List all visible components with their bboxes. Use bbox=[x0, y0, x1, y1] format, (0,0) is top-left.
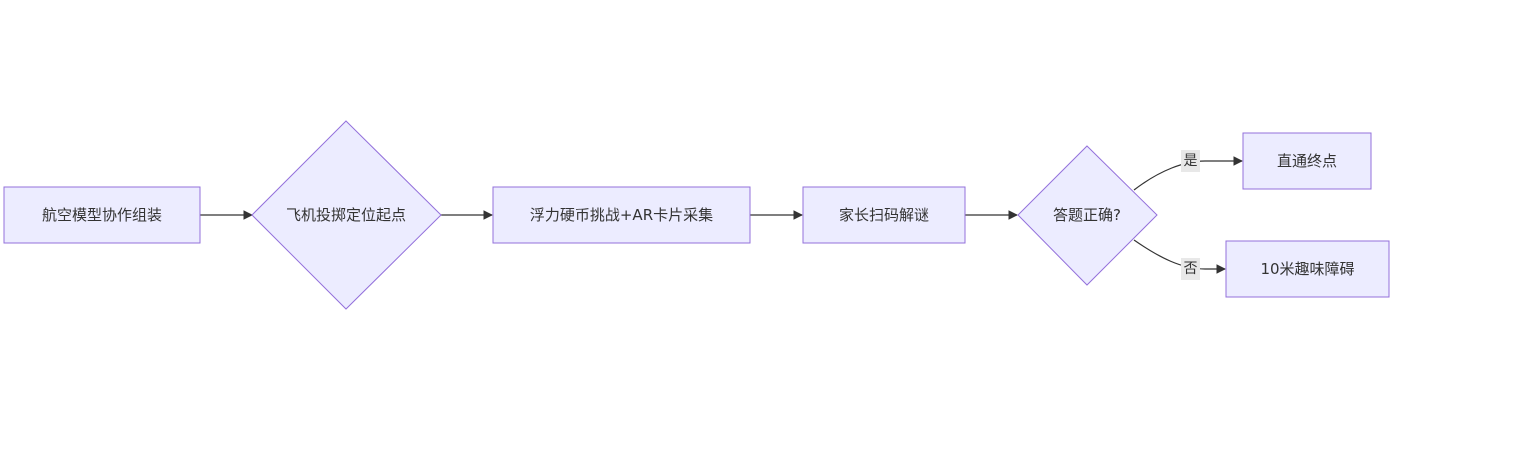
node-assemble-label: 航空模型协作组装 bbox=[42, 206, 162, 224]
node-finish-label: 直通终点 bbox=[1277, 152, 1337, 170]
node-finish-box bbox=[1242, 132, 1372, 190]
node-answer-check: 答题正确? bbox=[1017, 145, 1158, 286]
edge-label-no-bg bbox=[1181, 258, 1200, 280]
edge-label-yes-text: 是 bbox=[1184, 153, 1198, 169]
node-parent-scan-box bbox=[802, 186, 966, 244]
node-obstacle: 10米趣味障碍 bbox=[1225, 240, 1390, 298]
node-obstacle-label: 10米趣味障碍 bbox=[1260, 260, 1354, 278]
edges bbox=[200, 156, 1243, 274]
node-launch: 飞机投掷定位起点 bbox=[251, 120, 442, 310]
node-parent-scan-label: 家长扫码解谜 bbox=[839, 206, 929, 224]
node-parent-scan: 家长扫码解谜 bbox=[802, 186, 966, 244]
node-assemble: 航空模型协作组装 bbox=[3, 186, 201, 244]
edge-label-no-text: 否 bbox=[1184, 261, 1198, 277]
edge-label-yes: 是 bbox=[1181, 150, 1200, 172]
node-assemble-box bbox=[3, 186, 201, 244]
edge-answer-to-obstacle bbox=[1133, 239, 1226, 274]
node-finish: 直通终点 bbox=[1242, 132, 1372, 190]
edge-answer-to-finish bbox=[1133, 156, 1243, 191]
node-coin-ar-box bbox=[492, 186, 751, 244]
node-answer-check-diamond bbox=[1017, 145, 1158, 286]
node-obstacle-box bbox=[1225, 240, 1390, 298]
node-coin-ar: 浮力硬币挑战+AR卡片采集 bbox=[492, 186, 751, 244]
node-launch-diamond bbox=[251, 120, 442, 310]
edge-label-yes-bg bbox=[1181, 150, 1200, 172]
node-coin-ar-label: 浮力硬币挑战+AR卡片采集 bbox=[530, 206, 713, 224]
edge-label-no: 否 bbox=[1181, 258, 1200, 280]
node-answer-check-label: 答题正确? bbox=[1053, 206, 1121, 224]
node-launch-label: 飞机投掷定位起点 bbox=[286, 206, 406, 224]
